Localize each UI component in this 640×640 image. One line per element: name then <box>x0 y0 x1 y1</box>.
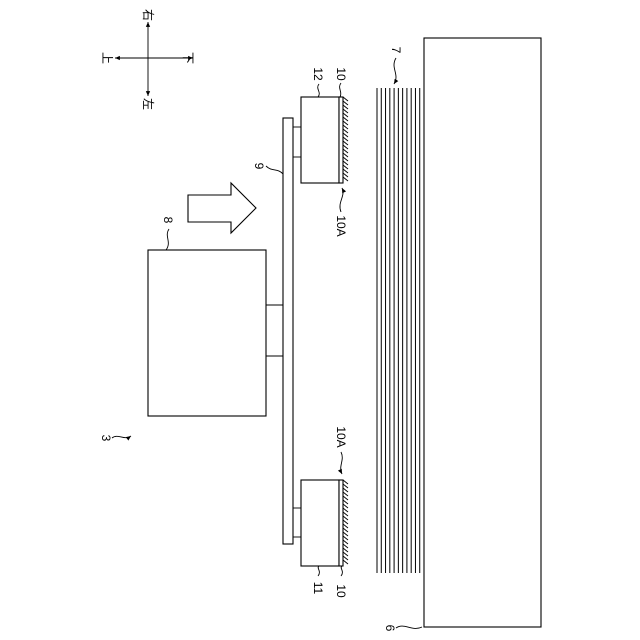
hatch-line <box>343 516 348 520</box>
hatch-line <box>343 125 348 129</box>
pad-face-lower-hatching <box>343 480 348 564</box>
support-bar <box>283 118 293 544</box>
hatch-line <box>343 488 348 492</box>
base-block <box>424 38 541 627</box>
hatch-line <box>343 548 348 552</box>
pad-face-upper-hatching <box>343 97 348 181</box>
hatch-line <box>343 508 348 512</box>
hatch-line <box>343 149 348 153</box>
holder-upper <box>301 97 339 183</box>
hatch-line <box>343 496 348 500</box>
leader-holder-lower <box>318 566 319 576</box>
hatch-line <box>343 161 348 165</box>
hatch-line <box>343 153 348 157</box>
leader-pad-face-lower <box>341 452 343 474</box>
ref-support-bar: 9 <box>252 163 266 170</box>
ref-pad-upper: 10 <box>334 67 348 81</box>
hatch-line <box>343 165 348 169</box>
leader-pad-lower <box>341 566 342 576</box>
leader-holder-upper <box>318 84 320 97</box>
direction-down-label: 下 <box>181 52 195 64</box>
hatch-line <box>343 105 348 109</box>
ref-sheet-stack: 7 <box>389 47 403 54</box>
leader-head-assembly <box>112 436 131 438</box>
leader-pad-face-upper <box>340 188 343 212</box>
hatch-line <box>343 97 348 101</box>
pad-lower <box>339 480 343 566</box>
leader-base <box>396 626 422 628</box>
hatch-line <box>343 145 348 149</box>
hatch-line <box>343 492 348 496</box>
ref-base: 6 <box>383 625 397 632</box>
hatch-line <box>343 117 348 121</box>
leader-sheet-stack <box>394 58 396 84</box>
direction-right-label: 右 <box>141 9 156 21</box>
hatch-line <box>343 500 348 504</box>
hatch-line <box>343 173 348 177</box>
hatch-line <box>343 524 348 528</box>
hatch-line <box>343 169 348 173</box>
direction-indicator: 上 下 左 右 <box>100 9 195 110</box>
hatch-line <box>343 129 348 133</box>
hatch-line <box>343 177 348 181</box>
pad-upper <box>339 97 343 183</box>
leader-drive-unit <box>166 229 169 250</box>
hatch-line <box>343 536 348 540</box>
ref-holder-upper: 12 <box>311 67 325 81</box>
hatch-line <box>343 157 348 161</box>
holder-lower <box>301 480 339 566</box>
hatch-line <box>343 528 348 532</box>
ref-drive-unit: 8 <box>161 217 175 224</box>
movement-arrow <box>188 183 256 233</box>
leader-pad-upper <box>340 83 341 97</box>
hatch-line <box>343 133 348 137</box>
hatch-line <box>343 512 348 516</box>
hatch-line <box>343 552 348 556</box>
direction-left-label: 左 <box>141 98 156 110</box>
ref-head-assembly: 3 <box>99 435 113 442</box>
hatch-line <box>343 484 348 488</box>
ref-pad-face-upper: 10A <box>334 215 348 236</box>
hatch-line <box>343 532 348 536</box>
hatch-line <box>343 141 348 145</box>
hatch-line <box>343 480 348 484</box>
hatch-line <box>343 121 348 125</box>
hatch-line <box>343 109 348 113</box>
hatch-line <box>343 101 348 105</box>
drive-unit-box <box>148 250 266 416</box>
ref-pad-lower: 10 <box>334 584 348 598</box>
hatch-line <box>343 520 348 524</box>
hatch-line <box>343 137 348 141</box>
hatch-line <box>343 504 348 508</box>
leader-support-bar <box>266 166 283 174</box>
ref-holder-lower: 11 <box>311 582 325 595</box>
hatch-line <box>343 556 348 560</box>
hatch-line <box>343 540 348 544</box>
direction-up-label: 上 <box>100 52 114 64</box>
hatch-line <box>343 544 348 548</box>
ref-pad-face-lower: 10A <box>334 426 348 447</box>
hatch-line <box>343 560 348 564</box>
hatch-line <box>343 113 348 117</box>
sheet-stack <box>377 88 424 573</box>
